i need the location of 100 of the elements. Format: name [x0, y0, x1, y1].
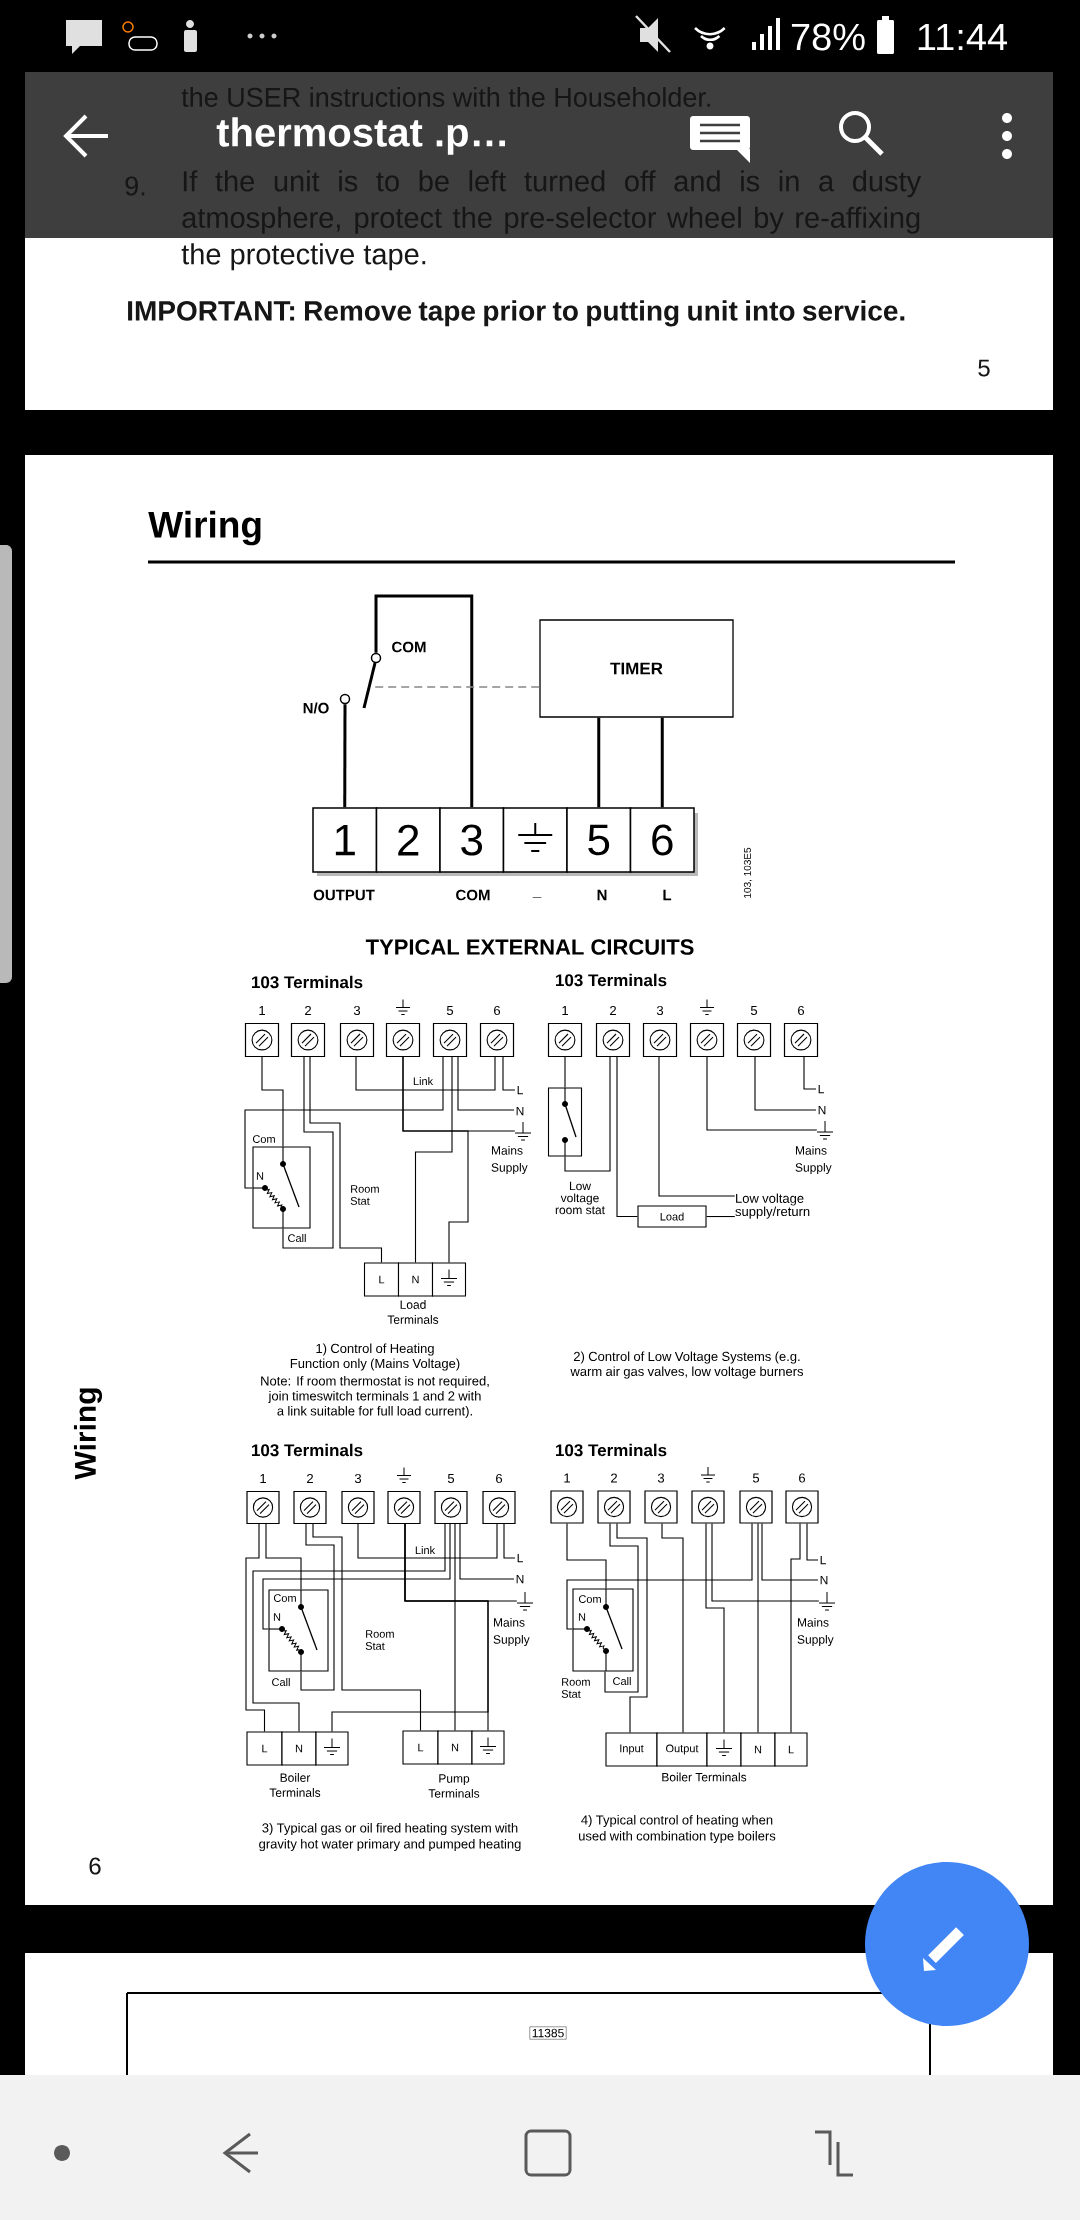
circuit-note: Note: If room thermostat is not required, join timeswitch terminals 1 and 2 with a link suitable for full load current).	[261, 1375, 489, 1419]
screw-terminal	[689, 999, 725, 1058]
code-box: 11385	[529, 2026, 567, 2040]
circuit-caption: 1) Control of Heating Function only (Mains Voltage)	[290, 1343, 460, 1371]
node-label: 5	[447, 1473, 455, 1484]
node-label: 2	[611, 1473, 617, 1483]
screw-terminal: 1	[246, 1474, 280, 1525]
node-label: 2	[305, 1005, 311, 1016]
wire	[661, 1523, 684, 1733]
wire	[660, 717, 664, 808]
figure-code: 103, 103E5	[743, 847, 753, 898]
supply-label: Mains Supply	[795, 1145, 832, 1175]
wire-end-label: L	[517, 1553, 523, 1563]
wire-end-label: N	[820, 1575, 828, 1585]
wire	[343, 704, 347, 808]
wire	[300, 1523, 335, 1691]
side-heading: Wiring	[73, 1388, 103, 1480]
switch-contact: N/O	[303, 693, 351, 714]
wire	[566, 1523, 607, 1589]
wire	[754, 1056, 817, 1111]
terminals-heading: 103 Terminals	[556, 1443, 667, 1457]
wire	[357, 1523, 498, 1559]
wire	[711, 1523, 820, 1602]
wire	[790, 1523, 801, 1733]
wire-end-label: L	[517, 1085, 523, 1095]
node-label: L	[663, 889, 672, 901]
screw-terminal: 5	[432, 1006, 468, 1058]
earth-symbol	[516, 1591, 534, 1611]
node-label: 5	[446, 1005, 454, 1016]
circuit-caption: 4) Typical control of heating when used with combination type boilers	[579, 1814, 776, 1844]
wire	[616, 1523, 648, 1733]
screw-terminal: 6	[479, 1005, 515, 1058]
terminal-cell: L	[774, 1732, 808, 1767]
node-label: 6	[496, 1473, 503, 1484]
node-label: 2	[610, 1005, 616, 1016]
node-label: Call	[272, 1677, 290, 1687]
screw-terminal: 3	[341, 1473, 375, 1525]
node-label: 1	[259, 1006, 265, 1015]
terminal-cell	[315, 1731, 349, 1766]
wire	[616, 1056, 638, 1218]
mechanical-link-line	[374, 686, 540, 688]
status-text: 78%	[791, 23, 865, 51]
wire	[503, 1523, 516, 1559]
terminal-strip-cell: 5 N	[566, 807, 632, 901]
node-label: N/O	[303, 702, 329, 714]
node-label: 2	[307, 1473, 313, 1484]
wire	[245, 1523, 266, 1732]
figure-heading: TYPICAL EXTERNAL CIRCUITS	[365, 939, 694, 955]
node-label: _	[532, 897, 542, 898]
terminal-strip-cell: _	[502, 807, 568, 898]
wire	[355, 1056, 496, 1091]
page-number: 6	[89, 1857, 101, 1875]
screw-terminal: 5	[434, 1474, 468, 1525]
supply-label: Mains Supply	[797, 1617, 834, 1647]
wire	[757, 1523, 759, 1733]
terminals-label: Load Terminals	[387, 1300, 439, 1324]
wire	[309, 1056, 383, 1263]
terminal-strip-cell: 6 L	[629, 807, 695, 901]
node-label: 5	[752, 1473, 760, 1483]
node-label: N	[597, 889, 607, 901]
screw-terminal: 1	[547, 1006, 583, 1058]
screw-terminal: 2	[290, 1005, 326, 1058]
wire	[597, 717, 601, 808]
node-label: 1	[564, 1473, 570, 1483]
page-number: 5	[978, 359, 990, 377]
node-label: Low voltage room stat	[555, 1181, 605, 1215]
wire-end-label: L	[818, 1084, 824, 1094]
wire-end-label: N	[818, 1105, 826, 1115]
wire	[454, 1523, 456, 1731]
screw-terminal: 3	[339, 1005, 375, 1058]
terminals-heading: 103 Terminals	[556, 973, 667, 987]
wire	[658, 1056, 736, 1197]
wire	[564, 1056, 611, 1172]
terminal-cell	[706, 1732, 742, 1767]
node-label: 3	[354, 1473, 362, 1484]
node-label: COM	[456, 889, 490, 901]
wire	[706, 1215, 736, 1218]
wire	[265, 1523, 302, 1590]
wire	[261, 1056, 284, 1147]
supply-label: Mains Supply	[491, 1145, 528, 1175]
node-label: OUTPUT	[313, 889, 375, 901]
app-title: thermostat .p…	[216, 117, 505, 155]
wire	[502, 1056, 516, 1091]
wire-end-label: N	[516, 1574, 524, 1584]
terminal-cell: N	[281, 1731, 317, 1766]
status-text: 11:44	[918, 23, 1008, 51]
wire	[402, 1056, 469, 1263]
wire	[706, 1056, 818, 1131]
screw-terminal: 6	[785, 1473, 819, 1524]
node-label: Room Stat	[350, 1185, 379, 1205]
wire	[414, 1056, 453, 1263]
node-label: 3	[353, 1005, 361, 1016]
earth-symbol	[816, 1120, 834, 1140]
screw-terminal: 1	[244, 1006, 280, 1058]
screw-terminal: 2	[293, 1474, 327, 1525]
terminal-strip-cell: 2	[375, 807, 441, 873]
node-label: 3	[657, 1473, 665, 1483]
terminal-cell	[471, 1730, 505, 1765]
circuit-caption: 2) Control of Low Voltage Systems (e.g. warm air gas valves, low voltage burners	[570, 1351, 804, 1379]
timer-box: TIMER	[539, 619, 734, 718]
